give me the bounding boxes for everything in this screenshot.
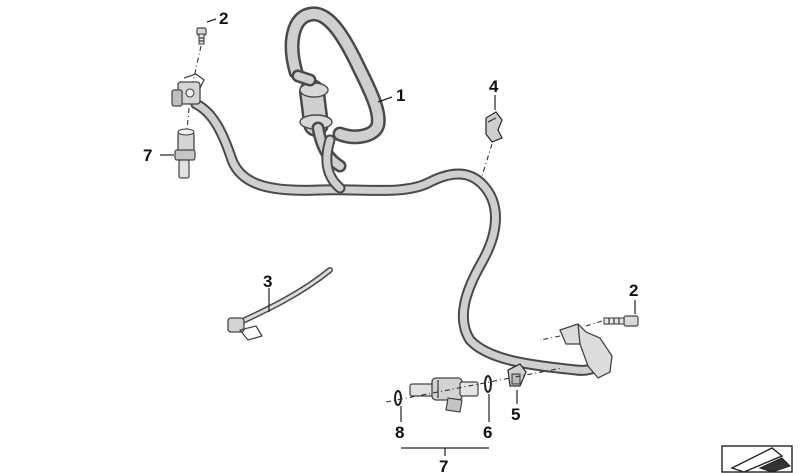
diagram-type-icon — [721, 445, 793, 473]
screw-right[interactable] — [603, 315, 639, 327]
callout-7-upper: 7 — [143, 146, 152, 165]
callout-7-lower: 7 — [439, 457, 448, 473]
o-ring-right[interactable] — [484, 375, 492, 393]
fuel-line-assembly[interactable] — [190, 6, 610, 376]
connector-plug-upper[interactable] — [174, 128, 196, 179]
left-connector-bracket[interactable] — [171, 73, 205, 107]
retaining-clip[interactable] — [507, 363, 527, 387]
callout-5: 5 — [511, 405, 520, 424]
axis-line-screw-right — [585, 320, 603, 327]
callout-4: 4 — [489, 77, 499, 96]
callout-2-right: 2 — [629, 281, 638, 300]
leader-1 — [377, 96, 393, 103]
leader-2a — [206, 18, 217, 23]
callout-1: 1 — [396, 86, 405, 105]
axis-line-clip — [481, 143, 493, 177]
cable-strap[interactable] — [227, 267, 333, 341]
callout-3: 3 — [263, 272, 272, 291]
leader-7-bracket — [401, 447, 489, 456]
o-ring-left[interactable] — [394, 390, 402, 406]
callout-2-upper: 2 — [219, 9, 228, 28]
axis-line-plug-upper — [186, 107, 190, 131]
right-mounting-bracket[interactable] — [559, 323, 613, 379]
fuel-injector[interactable] — [409, 377, 479, 413]
axis-line-bracket-left — [539, 335, 561, 341]
hose-clip[interactable] — [485, 111, 503, 143]
callout-6: 6 — [483, 423, 492, 442]
callout-8: 8 — [395, 423, 404, 442]
screw-upper-left[interactable] — [196, 27, 207, 45]
